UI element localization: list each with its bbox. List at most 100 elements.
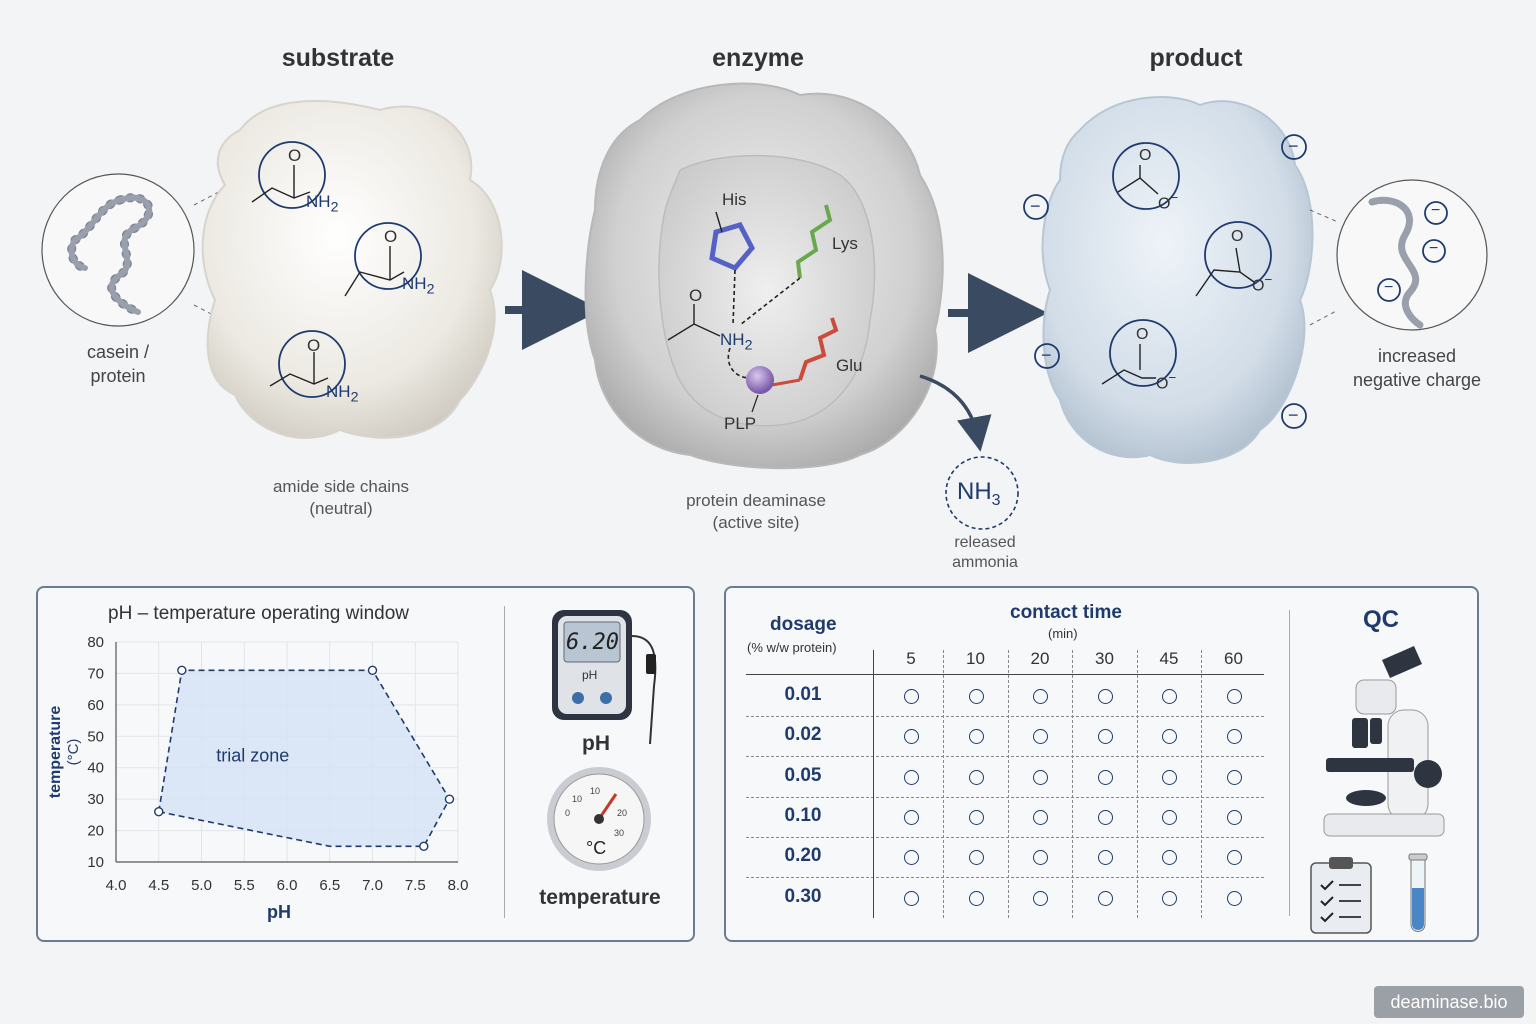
amide-1-n-sub: 2 [330, 199, 339, 216]
trial-cell-marker[interactable] [1162, 769, 1177, 785]
trial-zone-vertex [419, 841, 429, 851]
trial-cell-marker[interactable] [1033, 729, 1048, 745]
trial-cell-marker[interactable] [904, 809, 919, 825]
trial-cell-marker[interactable] [1097, 850, 1113, 866]
minus-sign: − [1384, 279, 1394, 296]
trial-cell-marker[interactable] [904, 850, 919, 866]
carb2-o-sup: − [1264, 272, 1273, 287]
carboxylate-2-o: O [1231, 228, 1244, 245]
trial-cell-marker[interactable] [1226, 769, 1242, 785]
trial-cell-marker[interactable] [1033, 850, 1048, 866]
x-axis-label: pH [267, 902, 291, 922]
trial-cell-marker[interactable] [1162, 890, 1177, 906]
amide-3-n-sub: 2 [350, 389, 359, 406]
trial-cell-marker[interactable] [1162, 689, 1177, 704]
trial-cell-marker[interactable] [968, 890, 984, 906]
trial-cell-marker[interactable] [968, 729, 984, 745]
amide-1-nitrogen: NH2 [306, 192, 338, 215]
trial-cell-marker[interactable] [904, 890, 919, 906]
pocket-amide-oxygen: O [689, 286, 703, 305]
trial-cell-marker[interactable] [968, 809, 984, 825]
thermometer-icon [547, 767, 651, 871]
ammonia-label-line2: ammonia [952, 554, 1018, 571]
pocket-n-sub: 2 [744, 337, 753, 354]
x-tick-label: 4.0 [106, 877, 127, 894]
charge-inset [1309, 179, 1488, 331]
pocket-n-text: NH [720, 330, 745, 349]
amide-1-oxygen: O [288, 146, 302, 165]
trial-cell-marker[interactable] [1226, 890, 1242, 906]
substrate-title: substrate [281, 44, 395, 72]
trial-zone-vertex [367, 665, 378, 675]
trial-cell-marker[interactable] [1097, 809, 1113, 825]
amide-group-2 [344, 222, 422, 297]
carb1-o-text: O [1158, 195, 1171, 213]
trial-cell-marker[interactable] [904, 689, 919, 704]
contact-time-unit: (min) [1048, 626, 1078, 641]
carb3-o-text: O [1156, 375, 1169, 393]
carboxylate-group-2 [1195, 221, 1272, 297]
ammonia-label: released ammonia [925, 533, 1045, 573]
trial-cell-marker[interactable] [968, 689, 984, 704]
trial-cell-marker[interactable] [1097, 769, 1113, 785]
residue-plp-label: PLP [724, 414, 757, 433]
trial-cell-marker[interactable] [1226, 850, 1242, 866]
y-tick-label: 40 [87, 760, 104, 777]
trial-cell-marker[interactable] [1162, 729, 1177, 745]
trial-cell-marker[interactable] [1033, 809, 1048, 825]
trial-cell-marker[interactable] [1097, 689, 1113, 704]
carboxylate-3-o: O [1136, 326, 1149, 343]
trial-cell-marker[interactable] [1033, 769, 1048, 785]
ph-meter-icon [552, 610, 657, 745]
trial-cell-marker[interactable] [968, 850, 984, 866]
active-site [667, 204, 839, 413]
y-tick-label: 10 [87, 854, 104, 871]
amide-3-nitrogen: NH2 [326, 382, 358, 405]
thermo-unit: °C [586, 838, 607, 858]
carboxylate-1-ominus: O− [1158, 190, 1178, 213]
minus-sign: − [1288, 405, 1299, 425]
enzyme-label: protein deaminase (active site) [656, 490, 856, 534]
trial-cell-marker[interactable] [1162, 850, 1177, 866]
substrate-protein [201, 100, 503, 439]
checklist-icon [1310, 857, 1372, 934]
carboxylate-group-3 [1101, 319, 1177, 387]
trial-cell-marker[interactable] [904, 769, 919, 785]
trial-cell-marker[interactable] [904, 729, 919, 745]
ammonia-formula-sub: 3 [991, 491, 1001, 509]
ammonia-release-arrow [919, 374, 992, 452]
x-tick-label: 5.5 [234, 877, 255, 894]
minus-sign: − [1041, 345, 1052, 365]
amide-label: amide side chains (neutral) [246, 476, 436, 520]
enzyme-label-line1: protein deaminase [686, 491, 826, 510]
trial-cell-marker[interactable] [1033, 689, 1048, 704]
trial-cell-marker[interactable] [968, 769, 984, 785]
trial-cell-marker[interactable] [1226, 689, 1242, 704]
ammonia-formula-text: NH [957, 478, 992, 505]
carb1-o-sup: − [1170, 190, 1179, 205]
thermo-tick: 30 [614, 828, 625, 838]
amide-2-n-text: NH [402, 274, 427, 293]
x-tick-label: 4.5 [148, 877, 169, 894]
y-tick-label: 50 [87, 728, 104, 745]
qc-divider [1289, 610, 1290, 916]
ph-meter-small-label: pH [582, 668, 598, 682]
trial-cell-marker[interactable] [1162, 809, 1177, 825]
trial-cell-marker[interactable] [1226, 809, 1242, 825]
x-tick-label: 7.5 [405, 877, 426, 894]
amide-group-1 [251, 141, 326, 209]
trial-zone-label: trial zone [216, 745, 289, 765]
casein-label: casein / protein [58, 340, 178, 388]
amide-3-n-text: NH [326, 382, 351, 401]
x-tick-label: 7.0 [362, 877, 383, 894]
trial-cell-marker[interactable] [1097, 890, 1113, 906]
x-tick-label: 6.0 [277, 877, 298, 894]
casein-label-line1: casein / [86, 342, 150, 362]
chart-title: pH – temperature operating window [108, 603, 410, 624]
minus-sign: − [1288, 136, 1299, 156]
trial-cell-marker[interactable] [1226, 729, 1242, 745]
trial-cell-marker[interactable] [1097, 729, 1113, 745]
charge-label: increased negative charge [1332, 344, 1502, 392]
trial-cell-marker[interactable] [1033, 890, 1048, 906]
